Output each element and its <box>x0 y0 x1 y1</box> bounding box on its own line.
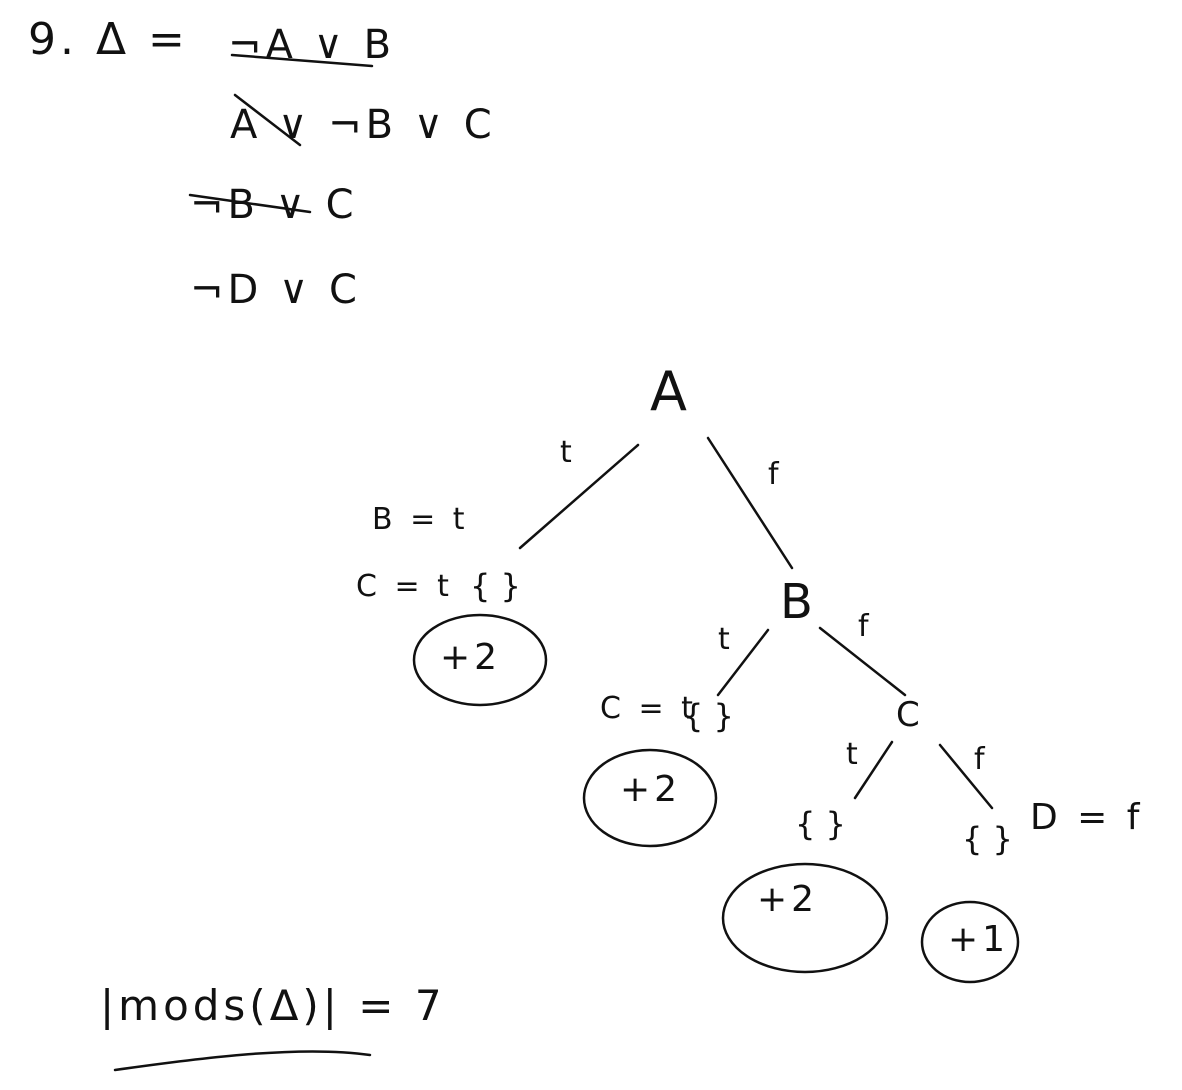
result-underline <box>113 1050 372 1072</box>
strike-clause-2 <box>233 93 302 147</box>
model-count-result: |mods(Δ)| = 7 <box>100 981 446 1030</box>
empty-clause-set-4: { } <box>962 820 1013 858</box>
empty-clause-set-1: { } <box>470 567 521 605</box>
edge-c-right <box>938 743 994 810</box>
strike-clause-1 <box>230 53 374 68</box>
clause-3: ¬B ∨ C <box>190 182 358 228</box>
edge-label-c-false: f <box>974 742 989 777</box>
model-count-2: +2 <box>620 769 682 810</box>
count-circle-1 <box>412 613 548 707</box>
edge-label-b-true: t <box>718 622 734 657</box>
strike-clause-3 <box>188 193 312 214</box>
assignment-b-true: B = t <box>372 502 469 537</box>
model-count-1: +2 <box>440 637 502 678</box>
edge-c-left <box>853 740 894 800</box>
edge-a-right <box>706 436 794 570</box>
edge-label-b-false: f <box>858 609 873 644</box>
count-circle-4 <box>920 900 1020 984</box>
model-count-3: +2 <box>757 879 819 920</box>
tree-node-c: C <box>896 695 924 735</box>
edge-label-a-false: f <box>768 457 783 492</box>
tree-node-b: B <box>780 574 817 630</box>
empty-clause-set-3: { } <box>795 805 846 843</box>
assignment-c-true-1: C = t <box>356 569 453 604</box>
edge-label-a-true: t <box>560 435 576 470</box>
assignment-c-true-2: C = t <box>600 691 697 726</box>
edge-b-left <box>716 628 770 697</box>
model-count-4: +1 <box>948 919 1010 960</box>
assignment-d-false: D = f <box>1030 797 1144 838</box>
clause-2: A ∨ ¬B ∨ C <box>230 102 496 148</box>
clause-1: ¬A ∨ B <box>228 22 396 68</box>
count-circle-2 <box>582 748 718 848</box>
edge-b-right <box>818 626 907 697</box>
clause-4: ¬D ∨ C <box>190 267 361 313</box>
problem-title: 9. Δ = <box>28 14 189 65</box>
edge-label-c-true: t <box>846 737 862 772</box>
count-circle-3 <box>721 862 889 974</box>
tree-node-a: A <box>650 360 691 423</box>
empty-clause-set-2: { } <box>683 697 734 735</box>
edge-a-left <box>518 443 640 550</box>
